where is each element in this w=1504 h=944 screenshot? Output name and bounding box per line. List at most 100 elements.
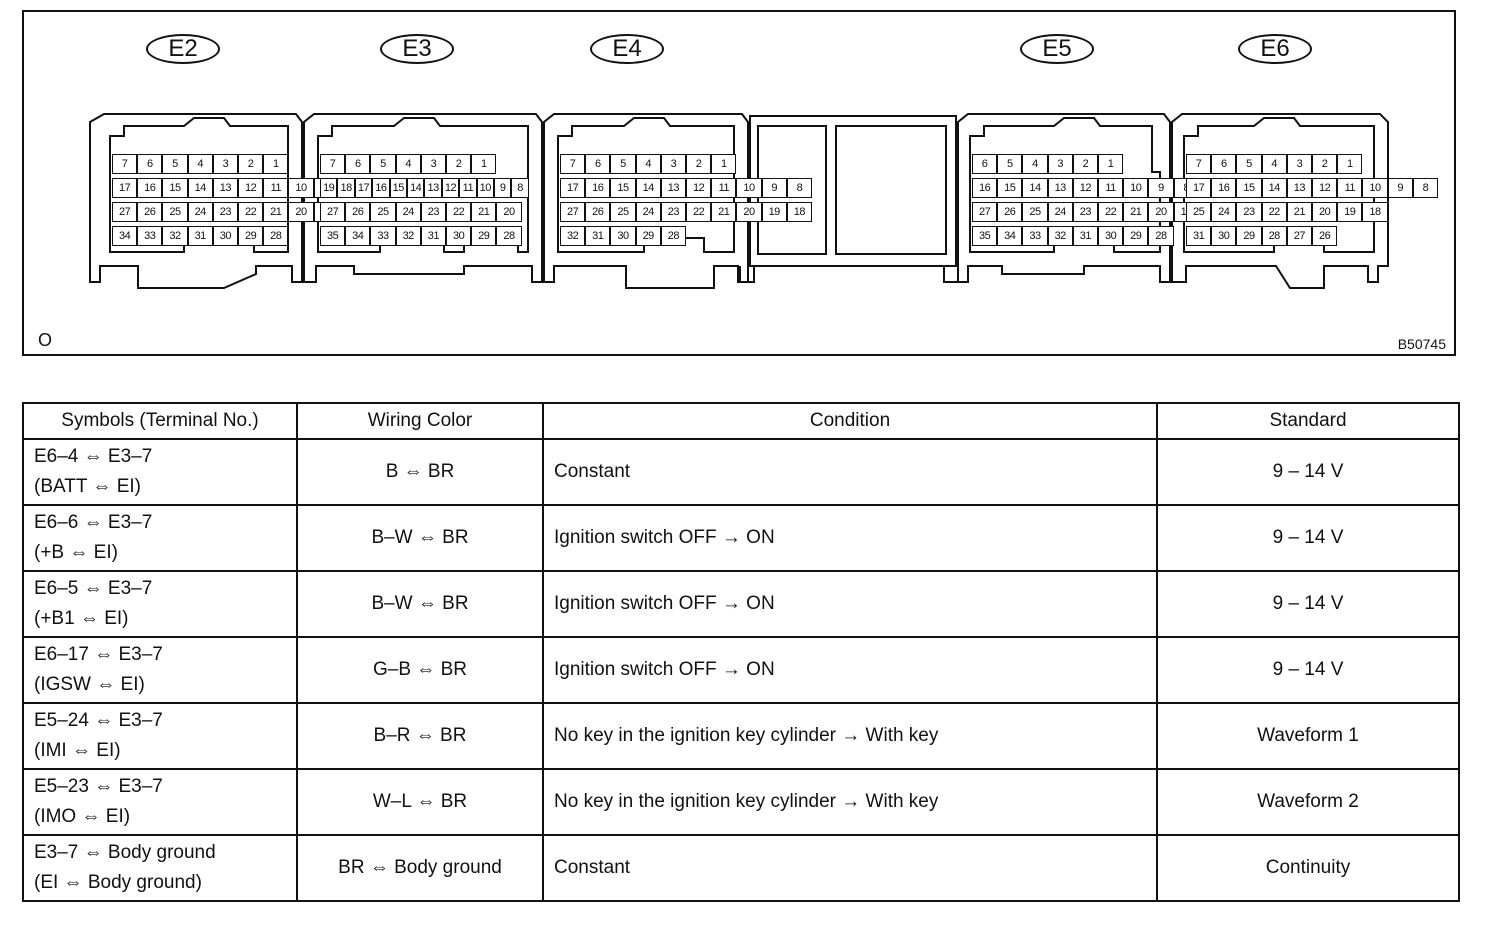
pin-e3-2: 2 [446,154,472,174]
pin-e3-9: 9 [494,178,512,198]
symbol-name: (IMO ⇔ EI) [34,806,131,827]
pin-e2-21: 21 [263,202,289,222]
symbol-terminal: E5–23 ⇔ E3–7 [34,776,163,797]
symbol-terminal: E3–7 ⇔ Body ground [34,842,216,863]
pin-e2-24: 24 [187,202,213,222]
pin-e3-30: 30 [446,226,472,246]
symbol-name: (EI ⇔ Body ground) [34,872,202,893]
pin-e5-26: 26 [997,202,1023,222]
pin-e4-5: 5 [610,154,636,174]
pin-e5-28: 28 [1148,226,1174,246]
pin-e6-26: 26 [1312,226,1338,246]
pin-e3-1: 1 [471,154,497,174]
pin-e5-24: 24 [1047,202,1073,222]
pin-e3-27: 27 [320,202,346,222]
corner-mark: O [38,330,53,350]
cell-condition: Constant [542,834,1158,902]
pin-e2-28: 28 [263,226,289,246]
pin-e5-20: 20 [1148,202,1174,222]
pin-e5-29: 29 [1123,226,1149,246]
pin-e2-17: 17 [112,178,138,198]
pin-e4-23: 23 [660,202,686,222]
pin-e3-18: 18 [337,178,355,198]
cell-symbol: E6–5 ⇔ E3–7(+B1 ⇔ EI) [22,570,298,638]
pin-e6-18: 18 [1362,202,1388,222]
pin-e3-15: 15 [389,178,407,198]
pin-e5-3: 3 [1047,154,1073,174]
pin-e2-12: 12 [238,178,264,198]
cell-standard: 9 – 14 V [1156,438,1460,506]
pin-e2-30: 30 [212,226,238,246]
pin-e6-28: 28 [1261,226,1287,246]
pin-e3-14: 14 [407,178,425,198]
pin-e5-22: 22 [1098,202,1124,222]
pin-e2-7: 7 [112,154,138,174]
connector-label-e4: E4 [590,34,664,64]
pin-e2-22: 22 [238,202,264,222]
pin-e5-31: 31 [1072,226,1098,246]
pin-e6-21: 21 [1286,202,1312,222]
pin-e6-31: 31 [1186,226,1212,246]
pin-e3-24: 24 [395,202,421,222]
pin-e4-25: 25 [610,202,636,222]
connector-label-e2: E2 [146,34,220,64]
pin-e2-11: 11 [263,178,289,198]
connector-label-e3: E3 [380,34,454,64]
cell-standard: 9 – 14 V [1156,636,1460,704]
pin-e5-35: 35 [972,226,998,246]
symbol-name: (+B ⇔ EI) [34,542,118,563]
pin-e4-26: 26 [585,202,611,222]
cell-standard: Continuity [1156,834,1460,902]
pin-e4-21: 21 [711,202,737,222]
pin-e3-34: 34 [345,226,371,246]
pin-e4-12: 12 [686,178,712,198]
cell-condition: Constant [542,438,1158,506]
pin-e5-15: 15 [997,178,1023,198]
pin-e4-32: 32 [560,226,586,246]
pin-e2-3: 3 [212,154,238,174]
cell-wiring-color: G–B ⇔ BR [296,636,544,704]
pin-e6-30: 30 [1211,226,1237,246]
symbol-name: (BATT ⇔ EI) [34,476,141,497]
pin-e6-24: 24 [1211,202,1237,222]
pin-e2-29: 29 [238,226,264,246]
pin-e2-10: 10 [288,178,314,198]
pin-e6-11: 11 [1337,178,1363,198]
pin-e4-4: 4 [635,154,661,174]
pin-e2-34: 34 [112,226,138,246]
cell-standard: Waveform 1 [1156,702,1460,770]
symbol-terminal: E6–17 ⇔ E3–7 [34,644,163,665]
pin-e6-8: 8 [1412,178,1438,198]
pin-e2-31: 31 [187,226,213,246]
cell-symbol: E6–6 ⇔ E3–7(+B ⇔ EI) [22,504,298,572]
pin-e5-30: 30 [1098,226,1124,246]
pin-e2-26: 26 [137,202,163,222]
pin-e2-16: 16 [137,178,163,198]
pin-e6-5: 5 [1236,154,1262,174]
pin-e5-16: 16 [972,178,998,198]
pin-e2-15: 15 [162,178,188,198]
pin-e2-14: 14 [187,178,213,198]
pin-e3-4: 4 [395,154,421,174]
cell-symbol: E6–4 ⇔ E3–7(BATT ⇔ EI) [22,438,298,506]
table-row: E3–7 ⇔ Body ground(EI ⇔ Body ground)BR ⇔… [22,834,1460,902]
cell-condition: Ignition switch OFF → ON [542,636,1158,704]
pin-e3-12: 12 [441,178,460,198]
pin-e6-4: 4 [1261,154,1287,174]
pin-e5-9: 9 [1148,178,1174,198]
pin-e4-3: 3 [660,154,686,174]
pin-e5-21: 21 [1123,202,1149,222]
symbol-name: (+B1 ⇔ EI) [34,608,129,629]
pin-e6-10: 10 [1362,178,1388,198]
cell-standard: Waveform 2 [1156,768,1460,836]
pin-e6-20: 20 [1312,202,1338,222]
pin-e3-31: 31 [420,226,446,246]
pin-e4-20: 20 [736,202,762,222]
pin-e2-13: 13 [212,178,238,198]
pin-e3-7: 7 [320,154,346,174]
pin-e5-4: 4 [1022,154,1048,174]
cell-condition: Ignition switch OFF → ON [542,570,1158,638]
pin-e3-13: 13 [424,178,442,198]
